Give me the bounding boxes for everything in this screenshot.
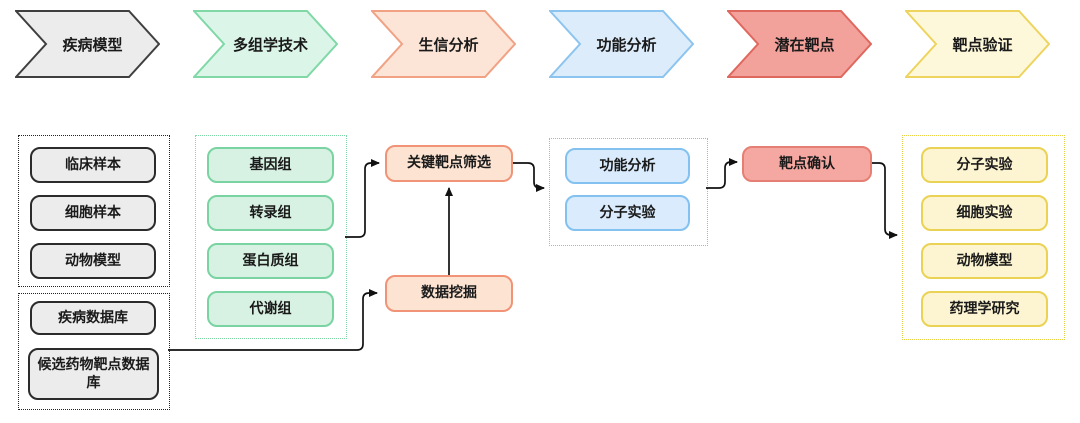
step-multi-omics: 多组学技术 bbox=[193, 10, 338, 78]
chevron-arrow-icon bbox=[905, 10, 1050, 78]
step-label: 疾病模型 bbox=[62, 35, 123, 54]
chevron-arrow-icon bbox=[371, 10, 516, 78]
box-pharmacology-research: 药理学研究 bbox=[921, 291, 1048, 327]
group-databases bbox=[18, 293, 170, 410]
group-functional-analysis bbox=[549, 138, 708, 246]
step-label: 潜在靶点 bbox=[774, 35, 835, 54]
node-data-mining: 数据挖掘 bbox=[385, 275, 513, 312]
chevron-arrow-icon bbox=[15, 10, 160, 78]
step-label: 多组学技术 bbox=[232, 35, 308, 54]
connector-screening-to-functional bbox=[513, 162, 545, 192]
step-potential-target: 潜在靶点 bbox=[727, 10, 872, 78]
step-label: 功能分析 bbox=[596, 35, 657, 54]
box-functional-analysis: 功能分析 bbox=[565, 148, 690, 184]
node-key-target-screening: 关键靶点筛选 bbox=[385, 145, 513, 182]
box-candidate-drug-target-database: 候选药物靶点数据库 bbox=[28, 348, 159, 400]
step-functional-analysis: 功能分析 bbox=[549, 10, 694, 78]
box-cell-experiment: 细胞实验 bbox=[921, 195, 1048, 231]
box-molecular-experiment-validation: 分子实验 bbox=[921, 147, 1048, 183]
box-proteome: 蛋白质组 bbox=[207, 243, 334, 279]
connector-functional-to-confirmation bbox=[706, 158, 738, 189]
box-transcriptome: 转录组 bbox=[207, 195, 334, 231]
box-cell-sample: 细胞样本 bbox=[30, 195, 156, 231]
box-clinical-sample: 临床样本 bbox=[30, 147, 156, 183]
group-target-validation bbox=[902, 135, 1065, 340]
box-disease-database: 疾病数据库 bbox=[30, 301, 156, 335]
connector-confirmation-to-validation bbox=[872, 162, 898, 239]
box-metabolome: 代谢组 bbox=[207, 291, 334, 327]
box-genome: 基因组 bbox=[207, 147, 334, 183]
step-target-validation: 靶点验证 bbox=[905, 10, 1050, 78]
group-disease-models bbox=[18, 135, 170, 287]
node-target-confirmation: 靶点确认 bbox=[742, 146, 872, 182]
box-animal-model: 动物模型 bbox=[30, 243, 156, 279]
connector-omics-to-screening bbox=[345, 159, 380, 238]
step-disease-model: 疾病模型 bbox=[15, 10, 160, 78]
chevron-arrow-icon bbox=[727, 10, 872, 78]
chevron-arrow-icon bbox=[549, 10, 694, 78]
step-label: 生信分析 bbox=[418, 35, 479, 54]
box-molecular-experiment: 分子实验 bbox=[565, 195, 690, 231]
chevron-arrow-icon bbox=[193, 10, 338, 78]
step-bioinformatics-analysis: 生信分析 bbox=[371, 10, 516, 78]
box-animal-model-validation: 动物模型 bbox=[921, 243, 1048, 279]
step-label: 靶点验证 bbox=[952, 35, 1013, 54]
